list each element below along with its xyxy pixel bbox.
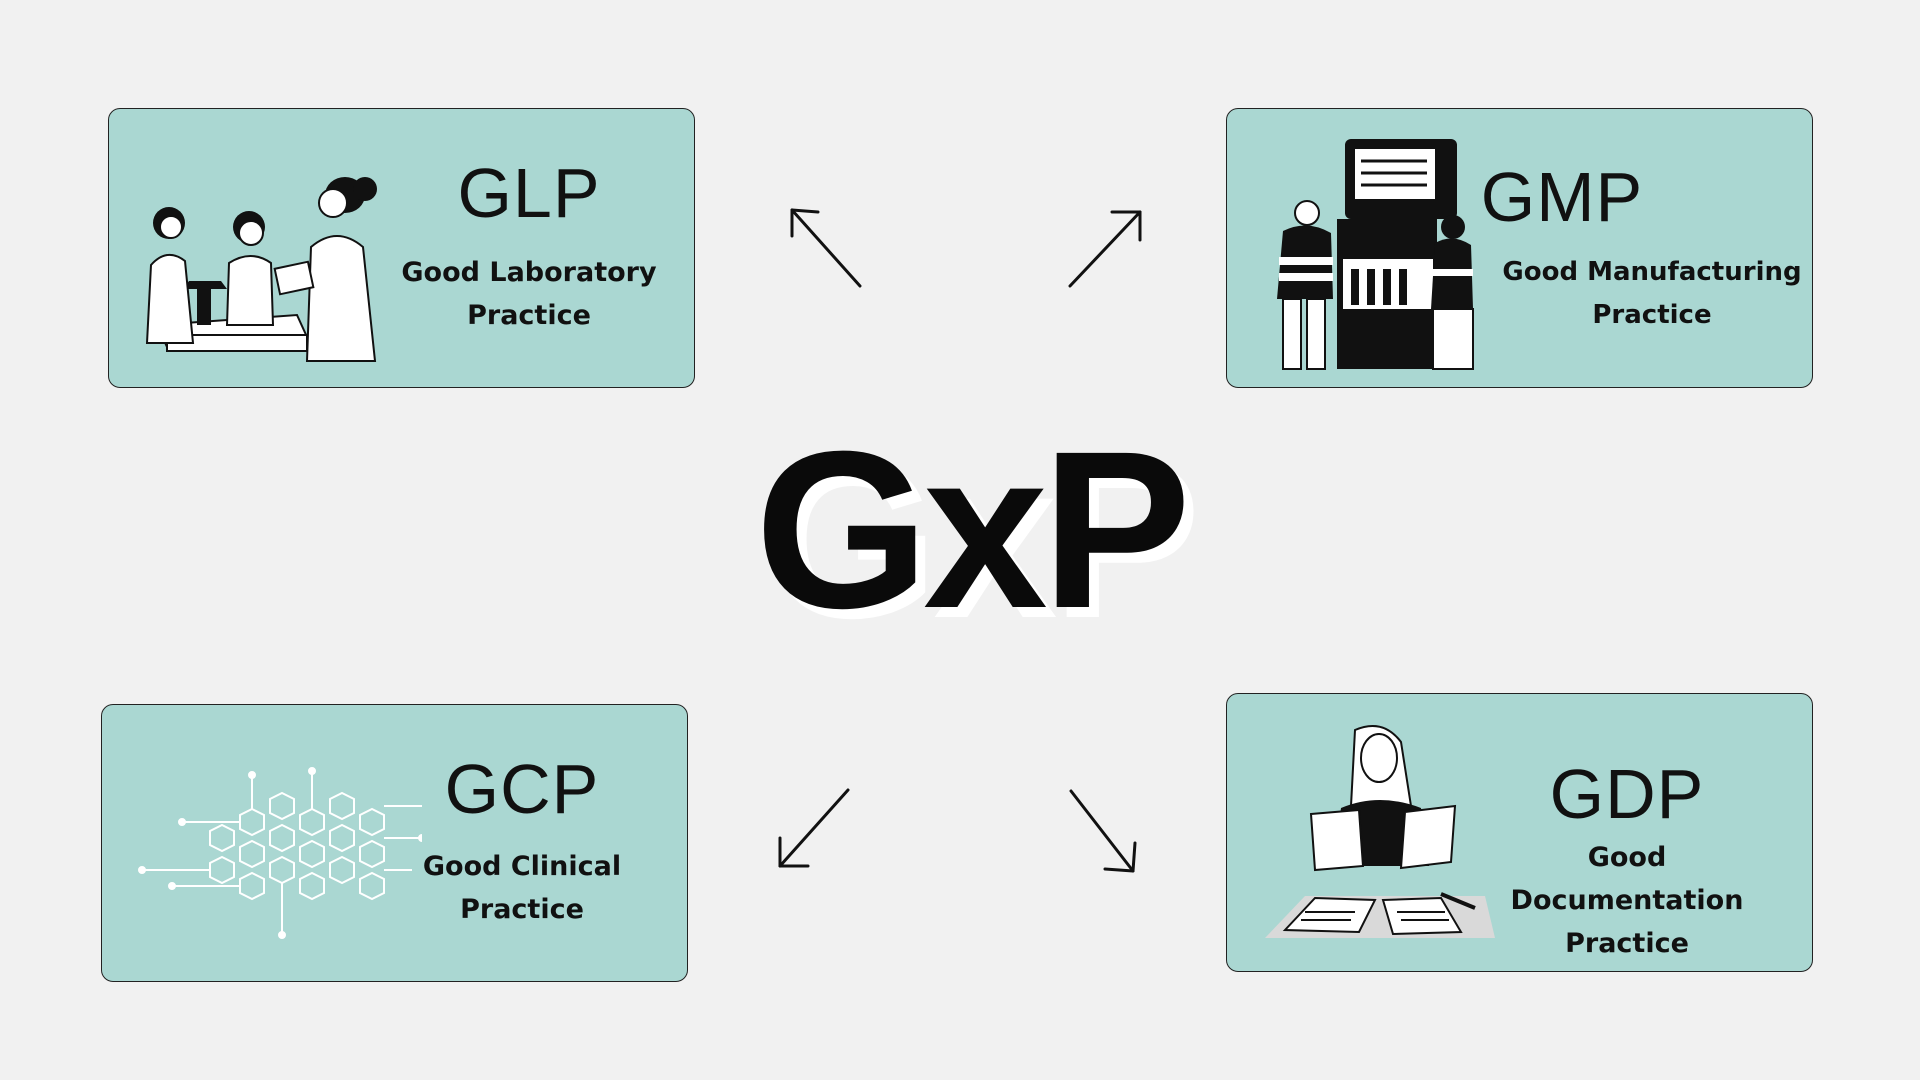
- center-title: GxP: [754, 405, 1191, 655]
- gcp-line-1: Good Clinical: [422, 851, 622, 882]
- gmp-abbreviation: GMP: [1480, 158, 1644, 236]
- clinical-hexagon-network-icon: [138, 767, 422, 939]
- arrow-down-right-icon: [1069, 789, 1137, 873]
- card-glp: GLP Good Laboratory Practice: [108, 108, 695, 388]
- gcp-abbreviation: GCP: [444, 750, 600, 828]
- documentation-reader-icon: [1265, 725, 1495, 938]
- gdp-line-2: Documentation: [1510, 885, 1744, 916]
- gmp-full-name: Good Manufacturing Practice: [1497, 251, 1807, 337]
- gdp-line-3: Practice: [1565, 928, 1689, 959]
- gmp-line-1: Good Manufacturing: [1502, 257, 1802, 287]
- card-gdp: GDP Good Documentation Practice: [1226, 693, 1813, 972]
- gcp-full-name: Good Clinical Practice: [382, 845, 662, 931]
- arrow-up-left-icon: [790, 208, 862, 288]
- glp-line-2: Practice: [467, 300, 591, 331]
- gdp-line-1: Good: [1587, 842, 1667, 873]
- laboratory-scientists-icon: [145, 177, 377, 362]
- glp-abbreviation: GLP: [457, 154, 601, 232]
- manufacturing-workers-icon: [1277, 139, 1474, 370]
- gcp-line-2: Practice: [460, 894, 584, 925]
- glp-line-1: Good Laboratory: [401, 257, 657, 288]
- gdp-full-name: Good Documentation Practice: [1507, 836, 1747, 965]
- gdp-abbreviation: GDP: [1549, 755, 1705, 833]
- glp-full-name: Good Laboratory Practice: [379, 251, 679, 337]
- gmp-line-2: Practice: [1592, 300, 1712, 330]
- arrow-down-left-icon: [778, 788, 850, 868]
- arrow-up-right-icon: [1068, 210, 1142, 288]
- card-gcp: GCP Good Clinical Practice: [101, 704, 688, 982]
- card-gmp: GMP Good Manufacturing Practice: [1226, 108, 1813, 388]
